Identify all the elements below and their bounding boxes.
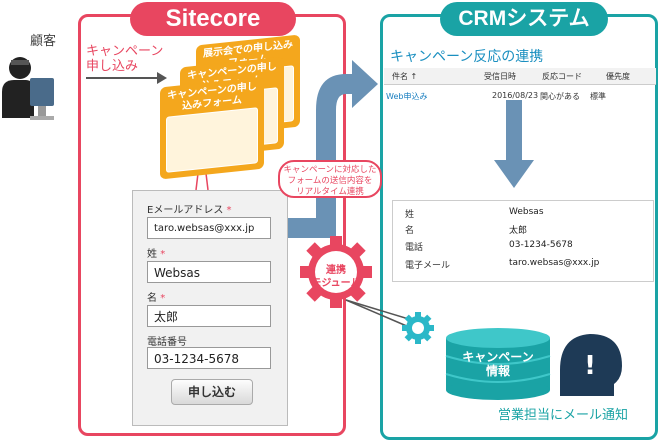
first-name-field[interactable]: 太郎	[147, 305, 271, 327]
row-priority: 標準	[590, 92, 606, 101]
submit-button[interactable]: 申し込む	[171, 379, 253, 405]
customer-icon	[2, 57, 54, 120]
header-received[interactable]: 受信日時	[484, 72, 516, 81]
entry-arrow-head	[157, 72, 167, 84]
form-card-front: キャンペーンの申し込みフォーム	[160, 76, 264, 180]
contact-email-value[interactable]: taro.websas@xxx.jp	[509, 258, 600, 268]
crm-down-arrow	[494, 100, 534, 188]
database-label-line2: 情報	[485, 364, 510, 378]
module-label-line1: 連携	[326, 265, 346, 276]
email-field[interactable]: taro.websas@xxx.jp	[147, 217, 271, 239]
campaign-entry-label: キャンペーン 申し込み	[86, 44, 176, 74]
crm-title: CRMシステム	[440, 2, 608, 36]
email-label: Eメールアドレス *	[147, 205, 232, 216]
table-header: 件名 ↑ 受信日時 反応コード 優先度	[384, 68, 656, 85]
small-gear-icon	[402, 312, 434, 344]
svg-text:!: !	[584, 351, 596, 381]
notification-label: 営業担当にメール通知	[498, 408, 629, 423]
contact-record: 姓 Websas 名 太郎 電話 03-1234-5678 電子メール taro…	[392, 200, 654, 282]
header-subject[interactable]: 件名 ↑	[392, 72, 418, 81]
database-label-line1: キャンペーン	[462, 350, 534, 364]
row-subject-link[interactable]: Web申込み	[386, 92, 428, 101]
customer-label: 顧客	[30, 34, 57, 49]
campaign-entry-line1: キャンペーン	[86, 44, 164, 59]
sitecore-title: Sitecore	[130, 2, 296, 36]
contact-phone-label: 電話	[405, 243, 424, 253]
phone-field[interactable]: 03-1234-5678	[147, 347, 271, 369]
header-priority[interactable]: 優先度	[606, 72, 630, 81]
callout-line3: リアルタイム連携	[296, 187, 364, 197]
contact-first-name-value: 太郎	[509, 226, 528, 236]
first-name-label: 名 *	[147, 293, 166, 304]
module-label-line2: モジュール	[311, 278, 361, 289]
campaign-response-title: キャンペーン反応の連携	[390, 49, 544, 65]
entry-arrow	[86, 77, 158, 79]
last-name-field[interactable]: Websas	[147, 261, 271, 283]
row-received: 2016/08/23	[492, 91, 539, 100]
table-row[interactable]: Web申込み 2016/08/23 関心がある 標準	[384, 88, 656, 102]
contact-last-name-label: 姓	[405, 210, 415, 220]
contact-last-name-value: Websas	[509, 207, 544, 217]
module-label: 連携 モジュール	[306, 264, 366, 290]
contact-phone-value: 03-1234-5678	[509, 240, 573, 250]
row-response-code: 関心がある	[540, 92, 580, 101]
callout-line1: キャンペーンに対応した	[283, 165, 377, 175]
last-name-label: 姓 *	[147, 249, 166, 260]
campaign-form: Eメールアドレス * taro.websas@xxx.jp 姓 * Websas…	[132, 190, 288, 426]
contact-first-name-label: 名	[405, 226, 415, 236]
callout-line2: フォームの送信内容を	[287, 176, 373, 186]
contact-email-label: 電子メール	[405, 261, 451, 271]
database-label: キャンペーン 情報	[448, 350, 548, 378]
header-response-code[interactable]: 反応コード	[542, 72, 582, 81]
sales-rep-icon: !	[560, 334, 622, 396]
campaign-entry-line2: 申し込み	[86, 59, 139, 74]
realtime-callout: キャンペーンに対応した フォームの送信内容を リアルタイム連携	[278, 160, 382, 198]
module-line-2	[345, 299, 413, 321]
database-icon	[445, 328, 551, 400]
phone-label: 電話番号	[147, 337, 187, 348]
flow-arrow	[286, 60, 378, 238]
